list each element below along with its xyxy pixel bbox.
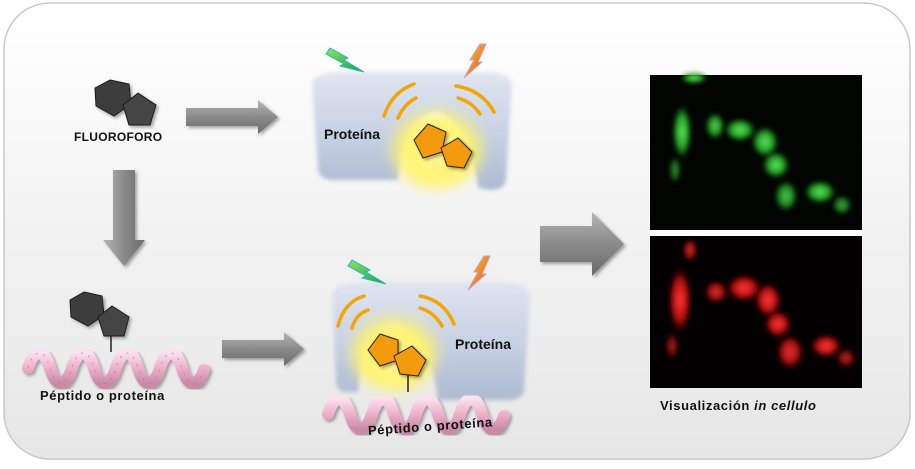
- label-proteina-top: Proteína: [324, 126, 381, 142]
- arrow-to-visualization: [540, 212, 624, 276]
- microscopy-green: [650, 72, 862, 230]
- label-visualizacion-text: Visualización: [660, 398, 755, 413]
- fluorophore-on-peptide: [69, 291, 130, 337]
- arrow-fluoro-to-peptide: [103, 170, 145, 266]
- label-proteina-bottom: Proteína: [455, 336, 512, 352]
- image-divider: [650, 230, 862, 236]
- lightning-icon: [467, 255, 491, 291]
- microscopy-red: [650, 236, 862, 388]
- lightning-icon: [463, 43, 487, 79]
- label-visualizacion: Visualización in cellulo: [660, 398, 816, 413]
- lightning-icon: [347, 259, 387, 285]
- label-fluoroforo: FLUOROFORO: [74, 130, 163, 144]
- peptide-helix-left: [22, 347, 210, 390]
- label-in-cellulo: in cellulo: [754, 398, 817, 413]
- protein-top: [312, 72, 512, 190]
- protein-bottom: [332, 282, 530, 400]
- peptide-helix-bottom: [322, 393, 510, 436]
- lightning-icon: [325, 47, 365, 73]
- arrow-peptide-to-complex: [222, 332, 304, 366]
- fluorophore-free: [94, 79, 157, 126]
- label-peptido-left: Péptido o proteína: [40, 388, 165, 403]
- arrow-fluoro-to-protein: [186, 100, 278, 134]
